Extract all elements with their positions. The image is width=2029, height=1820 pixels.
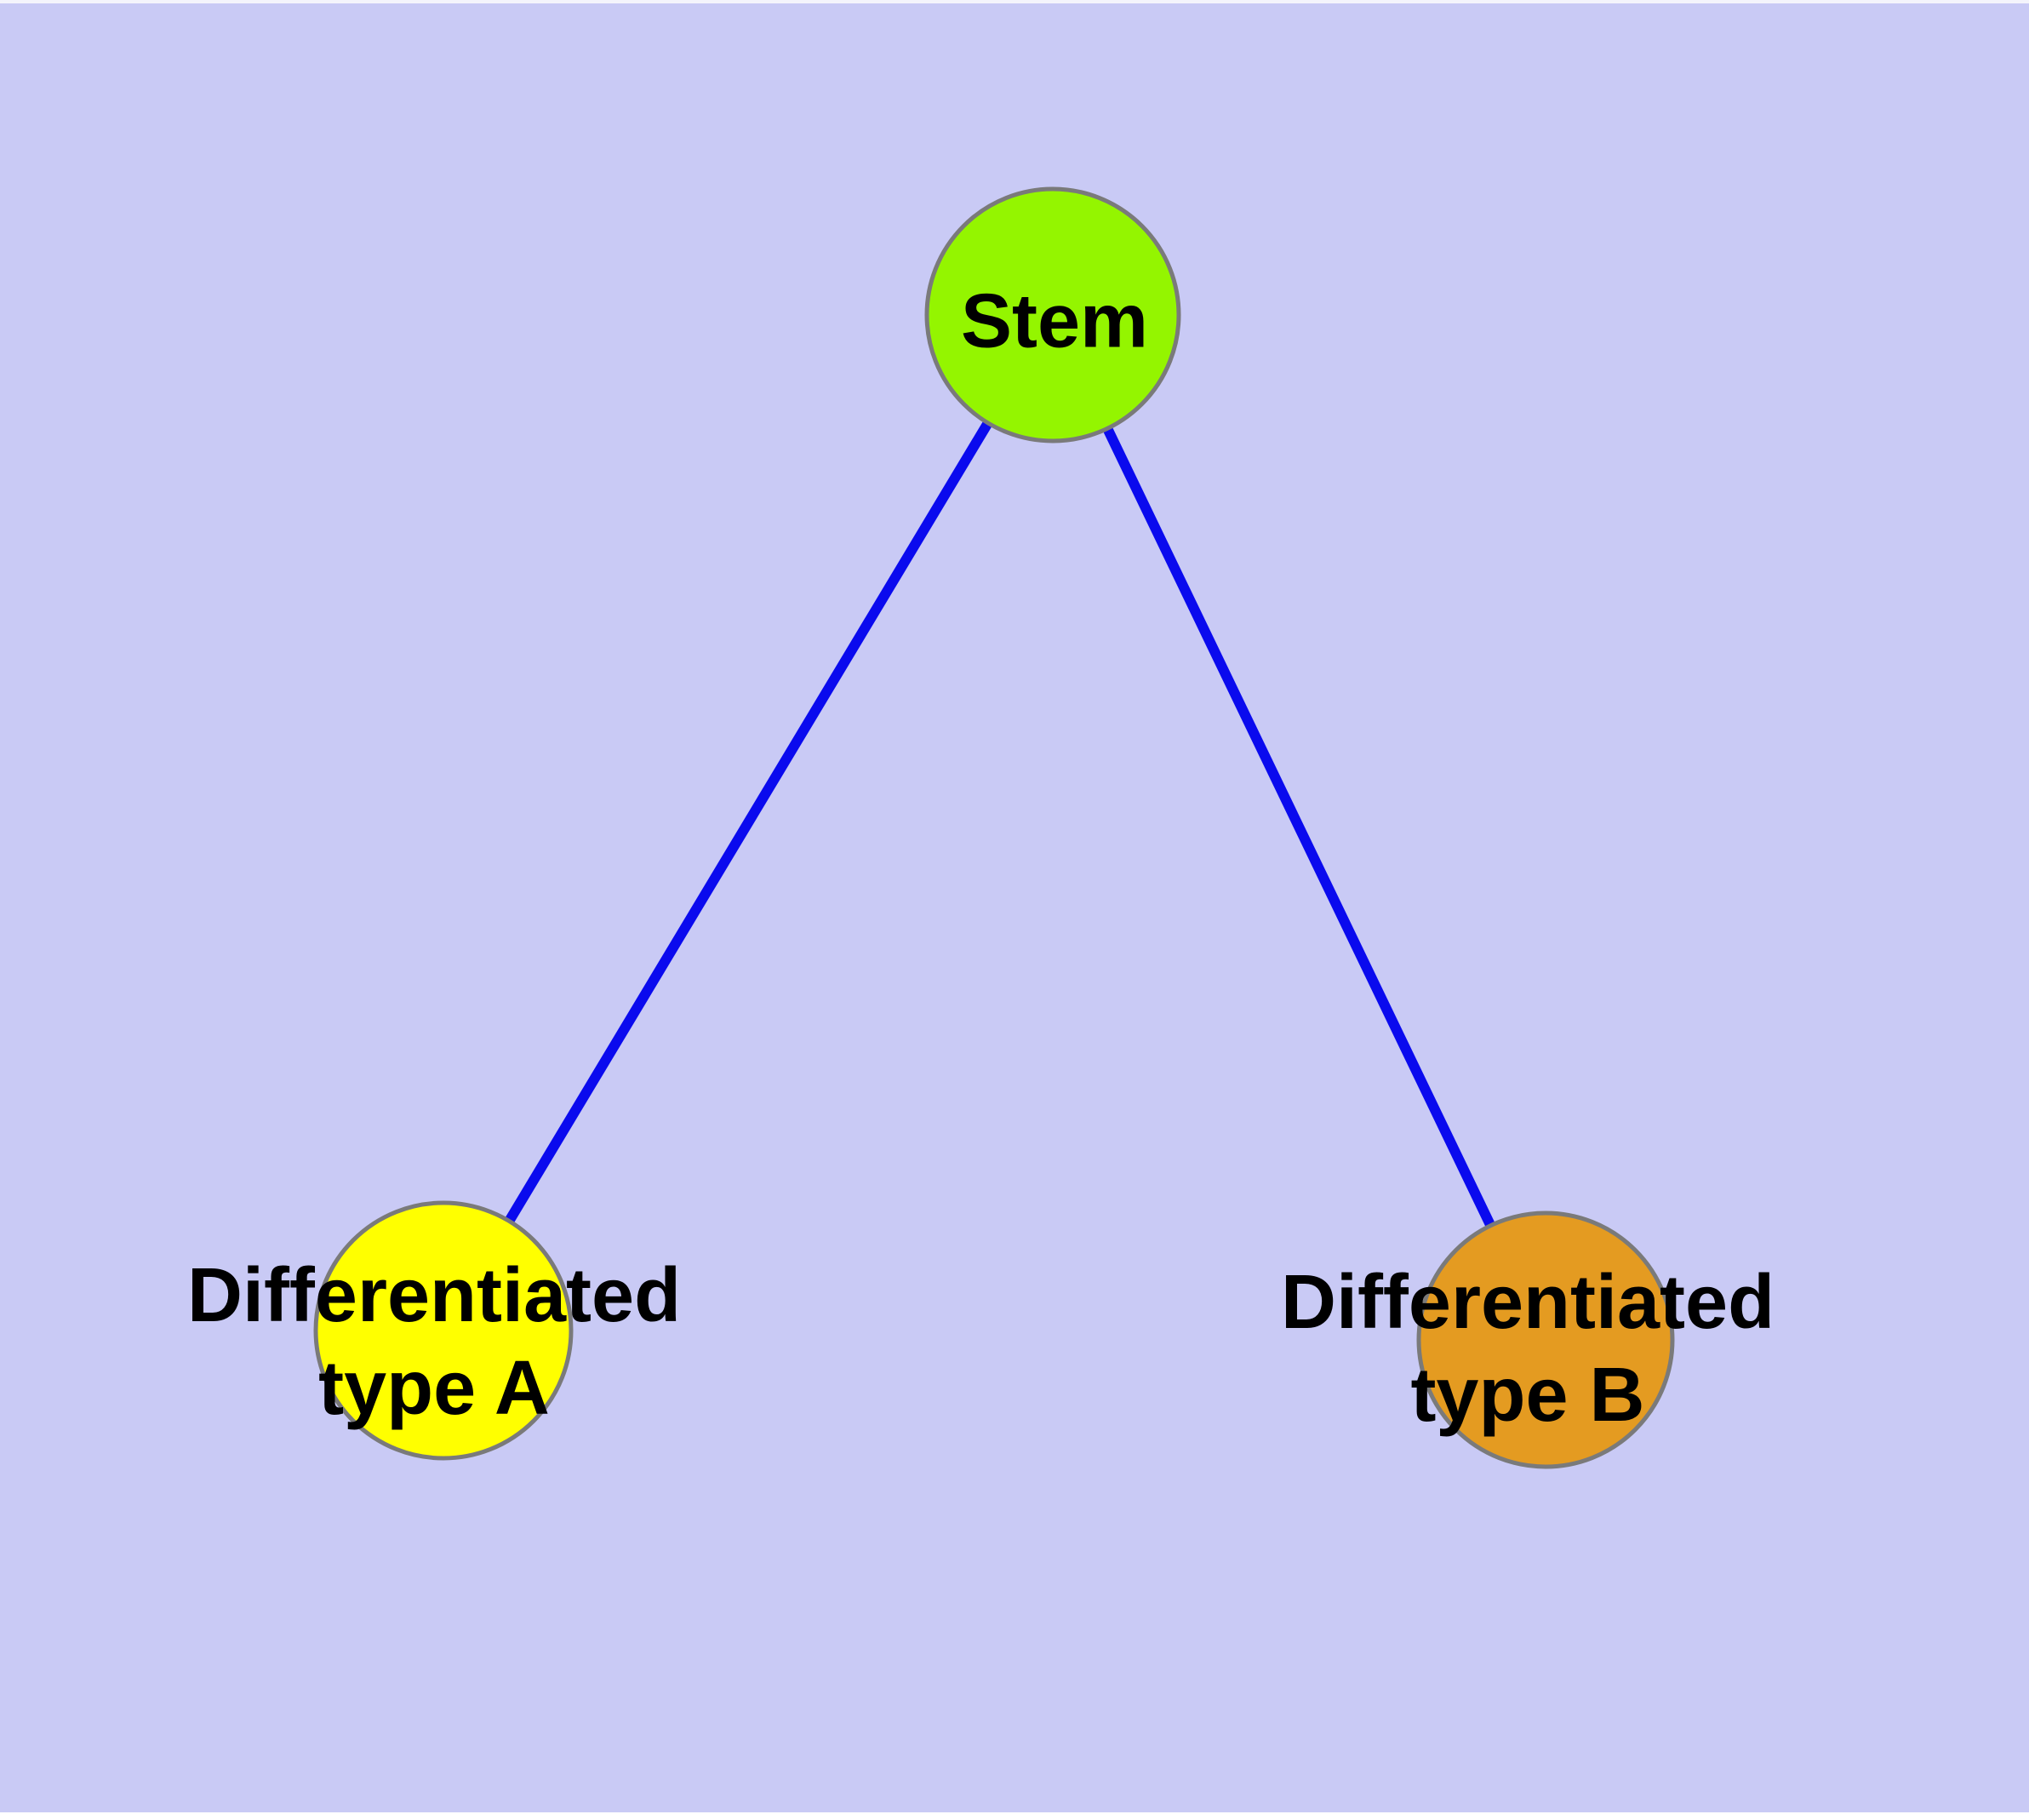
- canvas-top-edge-strip: [0, 0, 2029, 3]
- node-type-b-label-line1: Differentiated: [1280, 1260, 1775, 1345]
- edge-stem-to-type-b: [1048, 312, 1551, 1342]
- edge-stem-to-type-a: [438, 312, 1058, 1334]
- canvas-bottom-edge-strip: [0, 1812, 2029, 1820]
- node-type-a-circle: [313, 1200, 574, 1461]
- node-stem-label-text: Stem: [960, 278, 1149, 364]
- node-type-b-label: Differentiated type B: [1281, 1256, 1775, 1442]
- node-type-a-label-line1: Differentiated: [186, 1253, 682, 1338]
- node-stem-label: Stem: [961, 276, 1148, 369]
- node-type-a-label-line2: type A: [318, 1346, 550, 1431]
- node-stem-circle: [924, 186, 1181, 444]
- node-type-b-label-line2: type B: [1410, 1353, 1645, 1438]
- node-type-a-label: Differentiated type A: [187, 1250, 681, 1435]
- node-type-b-circle: [1416, 1210, 1675, 1469]
